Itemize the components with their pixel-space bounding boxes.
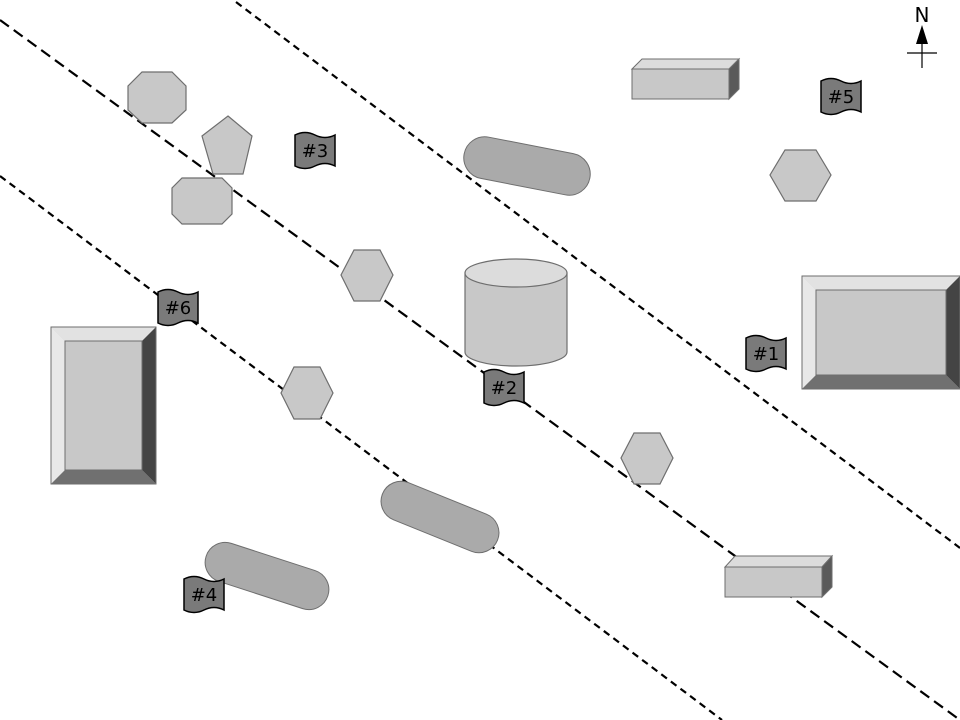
- pentagon: [201, 115, 253, 175]
- capsule-bottom-left: [204, 541, 330, 611]
- flag-3-label: #3: [302, 141, 329, 162]
- flag-6-label: #6: [165, 298, 192, 319]
- hexagon-left: [280, 366, 334, 420]
- capsule-top-center: [463, 136, 591, 196]
- octagon-top-left: [127, 71, 187, 124]
- flag-5-label: #5: [828, 87, 855, 108]
- octagon-left: [171, 177, 233, 225]
- flag-1-label: #1: [753, 344, 780, 365]
- capsule-middle: [380, 480, 500, 554]
- dashed-line-middle: [0, 19, 960, 720]
- box-bottom-right: [723, 554, 834, 599]
- flag-4-label: #4: [191, 585, 218, 606]
- flag-4[interactable]: #4: [183, 575, 225, 614]
- hexagon-top-right: [769, 149, 832, 202]
- beveled-rect-right: [801, 275, 960, 390]
- flag-1[interactable]: #1: [745, 334, 787, 373]
- flag-5[interactable]: #5: [820, 77, 862, 116]
- dashed-line-bottom: [0, 175, 723, 720]
- box-top-right: [630, 57, 741, 101]
- north-arrow-icon: N: [907, 3, 937, 68]
- flag-2-label: #2: [491, 378, 518, 399]
- flag-2[interactable]: #2: [483, 368, 525, 407]
- hexagon-center-left: [340, 249, 394, 302]
- flag-3[interactable]: #3: [294, 131, 336, 170]
- cylinder: [464, 258, 568, 367]
- hexagon-right-lower: [620, 432, 674, 485]
- north-label: N: [915, 3, 930, 27]
- beveled-rect-left: [50, 326, 157, 485]
- flag-6[interactable]: #6: [157, 288, 199, 327]
